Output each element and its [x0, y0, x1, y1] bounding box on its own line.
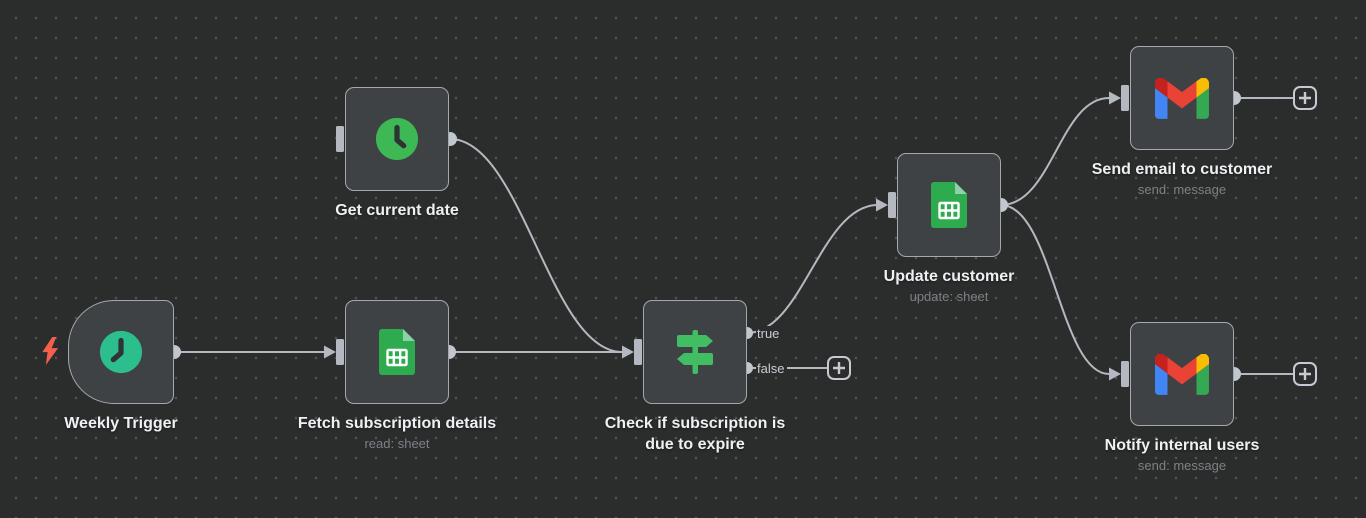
google-sheets-icon	[931, 182, 967, 228]
connection-arrow-icon	[876, 198, 888, 212]
node-title-weekly-trigger: Weekly Trigger	[64, 415, 178, 432]
clock-icon	[99, 330, 143, 374]
input-port[interactable]	[336, 339, 344, 365]
connection-arrow-icon	[324, 345, 336, 359]
connection[interactable]	[1000, 97, 1110, 206]
node-notify-internal-users[interactable]	[1130, 322, 1234, 426]
connection[interactable]	[746, 204, 877, 334]
node-weekly-trigger[interactable]	[68, 300, 174, 404]
plus-icon	[1299, 92, 1311, 104]
node-title-get-current-date: Get current date	[335, 202, 459, 219]
clock-icon	[375, 117, 419, 161]
node-fetch-subscription-details[interactable]	[345, 300, 449, 404]
node-update-customer[interactable]	[897, 153, 1001, 257]
input-port[interactable]	[888, 192, 896, 218]
node-subtitle-notify-internal-users: send: message	[1137, 458, 1227, 473]
node-subtitle-update-customer: update: sheet	[909, 289, 989, 304]
node-title-send-email: Send email to customer	[1091, 161, 1273, 178]
add-node-button-false-branch[interactable]	[827, 356, 851, 380]
gmail-icon	[1155, 77, 1209, 119]
output-label-true: true	[756, 326, 783, 341]
input-port[interactable]	[634, 339, 642, 365]
plus-icon	[833, 362, 845, 374]
input-port[interactable]	[1121, 85, 1129, 111]
add-node-button-send-email[interactable]	[1293, 86, 1317, 110]
input-port[interactable]	[336, 126, 344, 152]
node-check-if-subscription-due[interactable]	[643, 300, 747, 404]
node-title-notify-internal-users: Notify internal users	[1104, 437, 1260, 454]
plus-icon	[1299, 368, 1311, 380]
input-port[interactable]	[1121, 361, 1129, 387]
trigger-bolt-icon	[42, 337, 59, 365]
connection[interactable]	[449, 138, 623, 353]
connection-arrow-icon	[1109, 91, 1121, 105]
output-label-false: false	[756, 361, 788, 376]
google-sheets-icon	[379, 329, 415, 375]
node-title-check-if: Check if subscription is due to expire	[604, 415, 786, 453]
node-title-fetch-subscription-details: Fetch subscription details	[297, 415, 497, 432]
node-get-current-date[interactable]	[345, 87, 449, 191]
connection[interactable]	[1000, 204, 1110, 375]
node-subtitle-send-email: send: message	[1137, 182, 1227, 197]
connection-arrow-icon	[622, 345, 634, 359]
node-send-email-to-customer[interactable]	[1130, 46, 1234, 150]
add-node-button-notify[interactable]	[1293, 362, 1317, 386]
connection-arrow-icon	[1109, 367, 1121, 381]
signpost-icon	[677, 330, 713, 374]
gmail-icon	[1155, 353, 1209, 395]
node-subtitle-fetch-subscription-details: read: sheet	[364, 436, 430, 451]
node-title-update-customer: Update customer	[883, 268, 1015, 285]
